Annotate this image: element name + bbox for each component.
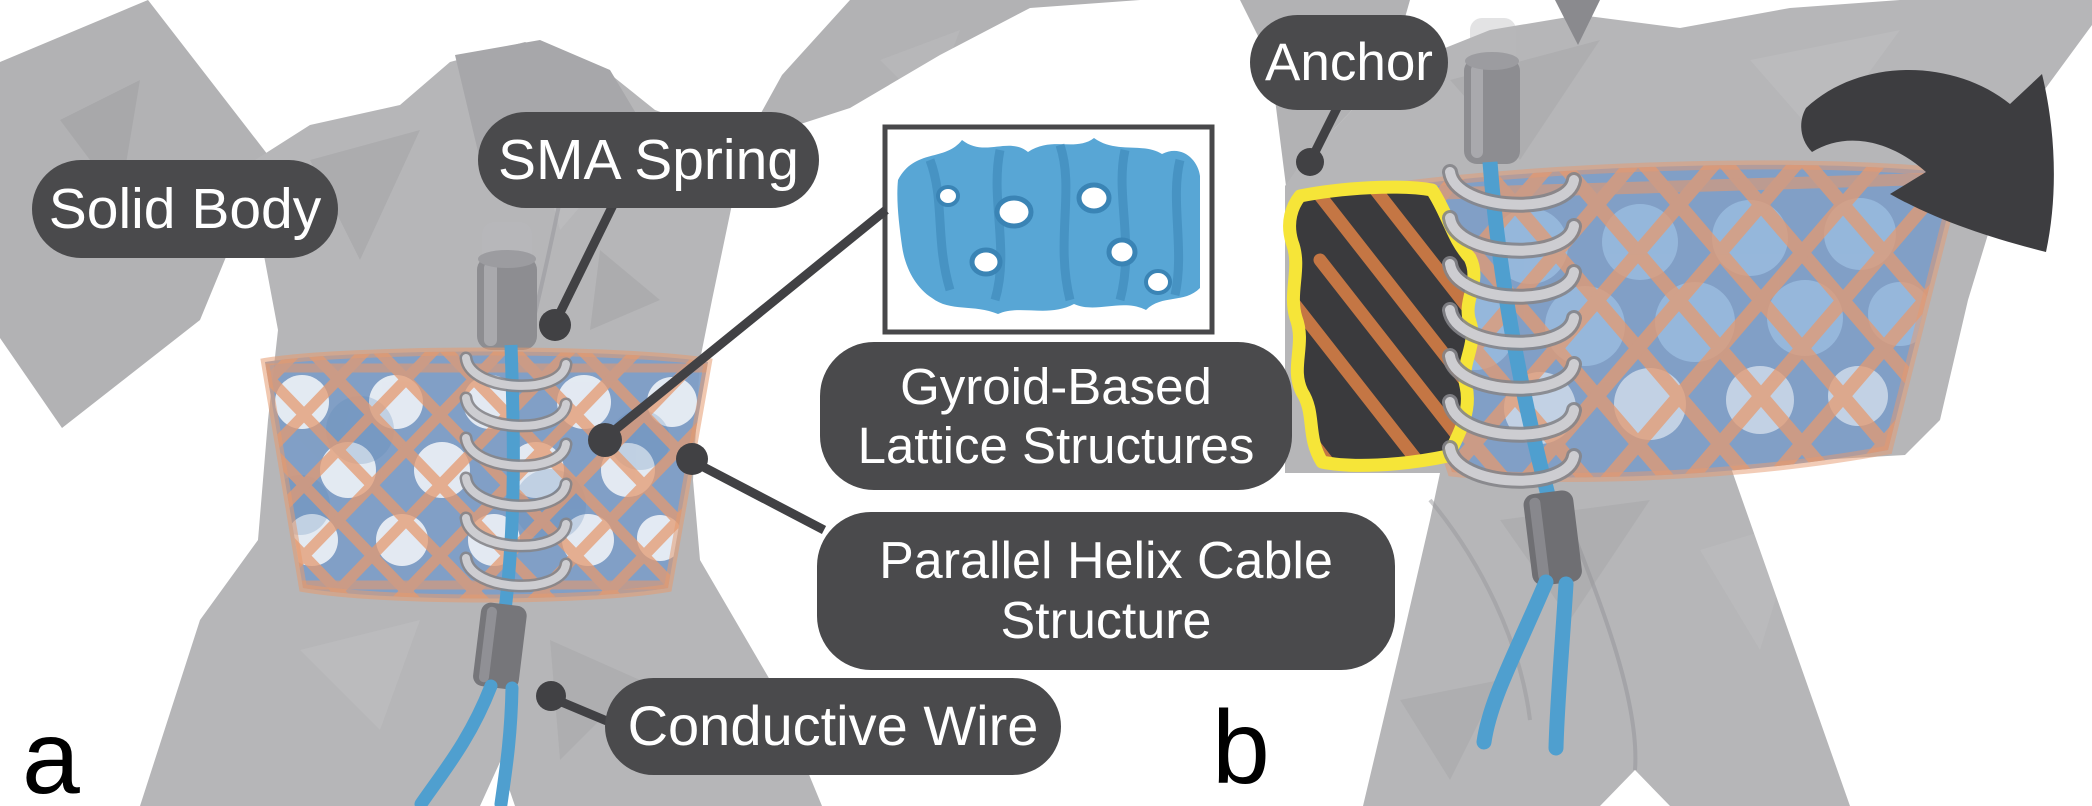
spring-housing-bottom-b [1523,490,1582,586]
callouts [536,103,1343,729]
label-parallel-helix: Parallel Helix Cable Structure [817,512,1395,670]
label-gyroid-line1: Gyroid-Based [900,357,1212,415]
callout-dot-parallel-helix [676,443,708,475]
label-solid-body-text: Solid Body [48,176,322,241]
sma-spring-coil-a [459,351,573,593]
spring-housing-top-a [477,222,537,350]
sma-spring-coil-b [1442,164,1582,489]
conductive-wires-b [1476,574,1574,756]
label-anchor: Anchor [1250,15,1448,110]
label-conductive-wire: Conductive Wire [605,678,1061,775]
gyroid-render [897,138,1200,314]
callout-line-parallel-helix [689,457,827,534]
spring-housing-bottom-a [473,602,527,690]
center-wire-a [498,344,520,611]
spring-housing-top-b [1464,18,1520,164]
panel-letter-b: b [1212,690,1270,806]
label-anchor-text: Anchor [1265,32,1433,92]
callout-dot-gyroid [588,423,622,457]
callout-dot-sma-spring [539,309,571,341]
label-sma-spring-text: SMA Spring [498,127,799,192]
callout-line-sma-spring [550,203,618,325]
label-sma-spring: SMA Spring [478,112,819,208]
gyroid-inset [882,124,1215,335]
label-conductive-wire-text: Conductive Wire [627,694,1039,758]
label-solid-body: Solid Body [32,160,338,258]
callout-dot-anchor [1296,148,1324,176]
label-parallel-helix-line2: Structure [1000,592,1212,650]
label-parallel-helix-line1: Parallel Helix Cable [879,531,1333,590]
gyroid-holes [936,182,1172,295]
helix-cables-over-anchor [1289,187,1474,466]
label-gyroid-line2: Lattice Structures [857,417,1255,474]
label-gyroid-lattice: Gyroid-Based Lattice Structures [820,342,1292,490]
panel-letter-a: a [22,700,80,806]
sma-assembly-b [1442,161,1582,756]
sma-assembly-a [414,344,573,806]
bend-direction-arrow [1801,70,2054,252]
callout-dot-conductive-wire [536,681,566,711]
callout-line-gyroid [602,206,889,442]
conductive-wires-a [414,679,519,806]
